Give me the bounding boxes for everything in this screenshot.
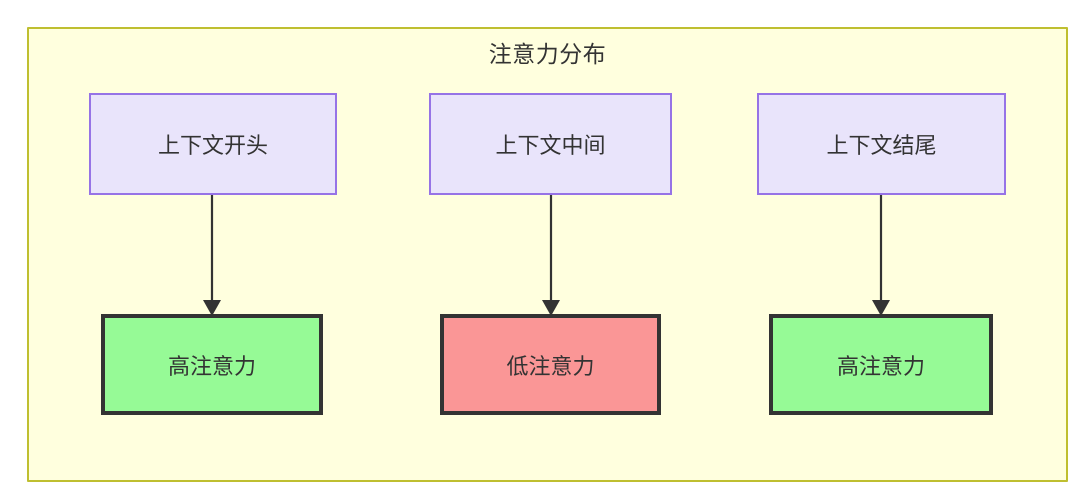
node-context-beginning[interactable]: 上下文开头 xyxy=(89,93,337,195)
node-high-attention-end[interactable]: 高注意力 xyxy=(769,314,993,415)
node-label: 上下文开头 xyxy=(157,133,268,158)
node-label: 上下文结尾 xyxy=(826,133,937,158)
node-label: 低注意力 xyxy=(506,353,595,379)
node-label: 高注意力 xyxy=(167,353,256,379)
node-low-attention-middle[interactable]: 低注意力 xyxy=(440,314,661,415)
node-label: 高注意力 xyxy=(836,353,925,379)
node-context-end[interactable]: 上下文结尾 xyxy=(757,93,1006,195)
node-context-middle[interactable]: 上下文中间 xyxy=(429,93,672,195)
node-label: 上下文中间 xyxy=(495,133,606,158)
node-high-attention-start[interactable]: 高注意力 xyxy=(101,314,323,415)
subgraph-title: 注意力分布 xyxy=(488,41,607,67)
